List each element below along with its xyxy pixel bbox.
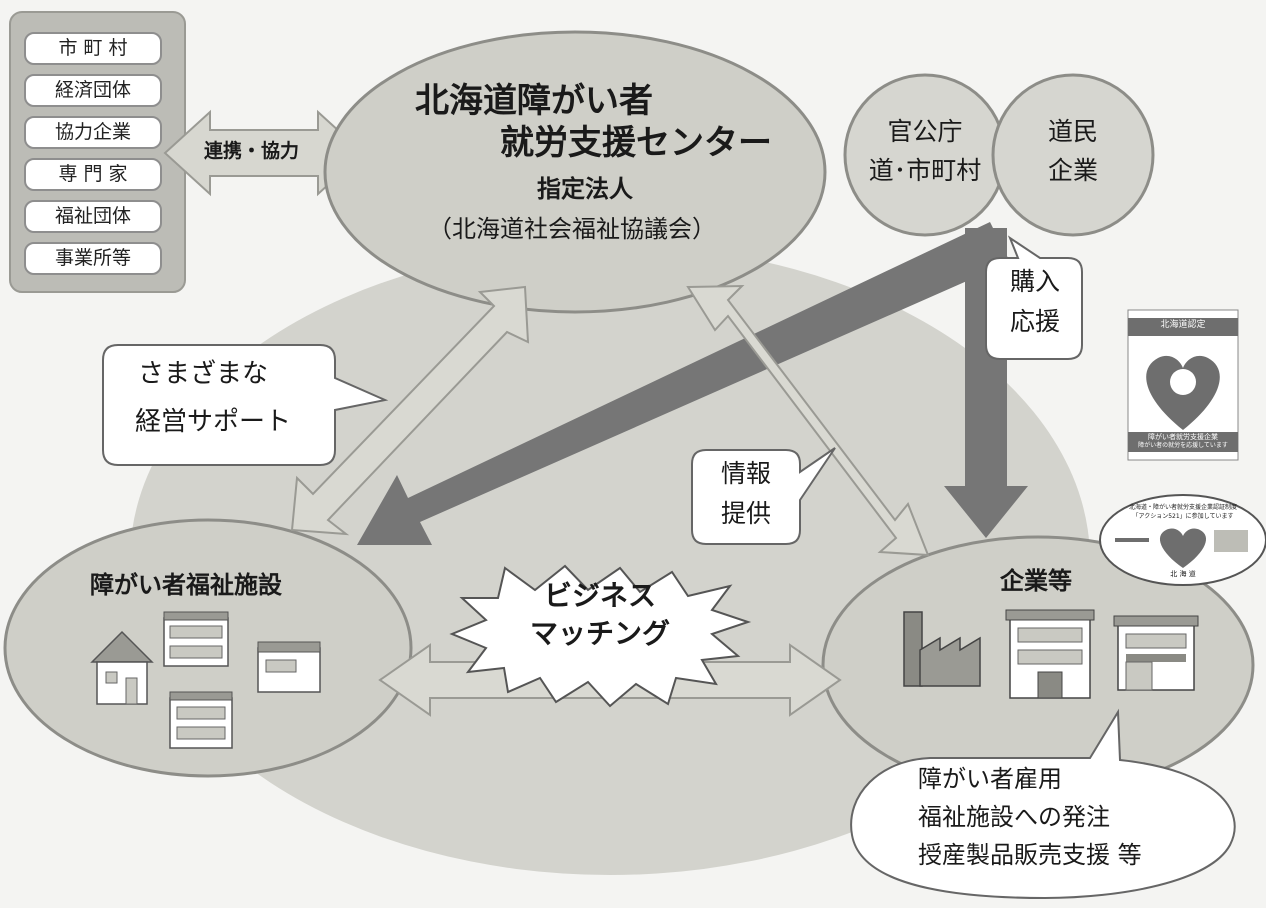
partner-item-cooperating-companies: 協力企業	[24, 116, 162, 149]
business-matching-line1: ビジネス	[543, 579, 656, 612]
company-activity-employment: 障がい者雇用	[918, 765, 1062, 793]
citizens-line1: 道民	[1047, 117, 1098, 146]
center-companies-arrow	[686, 284, 930, 557]
center-name-line1: 北海道障がい者	[415, 81, 653, 121]
center-name-line2: 就労支援センター	[500, 123, 772, 163]
badge-bottom-line1: 北海道・障がい者就労支援企業認証制度	[1128, 504, 1237, 511]
center-facility-arrow	[290, 285, 530, 536]
company-activity-sales-support: 授産製品販売支援 等	[918, 841, 1142, 869]
purchase-support-bubble	[985, 235, 1083, 360]
management-support-bubble	[102, 344, 389, 466]
partner-item-experts: 専 門 家	[24, 158, 162, 191]
citizens-line2: 企業	[1047, 156, 1098, 185]
purchase-support-line1: 購入	[1009, 267, 1060, 296]
partner-item-welfare-groups: 福祉団体	[24, 200, 162, 233]
support-center-ellipse	[323, 30, 827, 314]
store-icon	[1113, 615, 1199, 691]
cooperation-label: 連携・協力	[204, 140, 300, 162]
management-support-line2: 経営サポート	[135, 407, 292, 437]
badge-bottom-line2: 「アクション521」に参加しています	[1132, 513, 1234, 520]
apartment-icon	[163, 611, 229, 667]
company-activity-orders: 福祉施設への発注	[918, 803, 1110, 831]
business-matching-line2: マッチング	[529, 617, 670, 650]
house-icon	[90, 630, 154, 705]
badge-top-header: 北海道認定	[1160, 320, 1206, 330]
government-line1: 官公庁	[887, 117, 963, 146]
certification-badge-top	[1127, 309, 1239, 461]
business-matching-starburst	[449, 564, 752, 708]
center-designation: 指定法人	[537, 175, 633, 203]
certification-badge-bottom	[1099, 494, 1266, 586]
office-building-icon	[1005, 609, 1095, 699]
badge-top-caption1: 障がい者就労支援企業	[1148, 433, 1218, 441]
information-line2: 提供	[720, 499, 771, 528]
purchase-support-line2: 応援	[1009, 307, 1060, 336]
government-circle	[843, 73, 1007, 237]
center-corporation: （北海道社会福祉協議会）	[428, 215, 716, 243]
partner-item-offices: 事業所等	[24, 242, 162, 275]
welfare-facility-title: 障がい者福祉施設	[90, 571, 282, 599]
factory-icon	[903, 611, 981, 687]
management-support-line1: さまざまな	[138, 359, 269, 389]
company-activities-bubble	[850, 708, 1236, 900]
shop-icon	[257, 641, 321, 693]
government-to-facility-arrow	[357, 222, 1010, 545]
government-line2: 道･市町村	[868, 156, 982, 185]
citizens-circle	[991, 73, 1155, 237]
information-line1: 情報	[720, 459, 771, 488]
badge-top-caption2: 障がい者の就労を応援しています	[1138, 442, 1228, 449]
apartment-icon-2	[169, 691, 233, 749]
badge-bottom-footer: 北 海 道	[1170, 570, 1196, 578]
partner-item-municipalities: 市 町 村	[24, 32, 162, 65]
partner-item-economic-groups: 経済団体	[24, 74, 162, 107]
companies-title: 企業等	[1000, 567, 1072, 595]
information-bubble	[691, 447, 836, 545]
